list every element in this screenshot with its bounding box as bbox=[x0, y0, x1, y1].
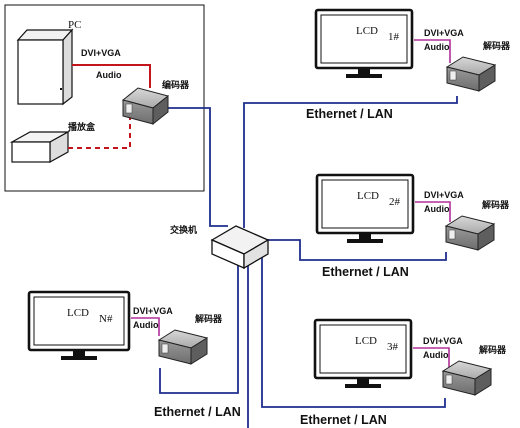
lcd-bezel bbox=[27, 290, 131, 352]
lcd-name-label: LCD bbox=[355, 335, 377, 347]
decoder-signal-label: DVI+VGA bbox=[424, 190, 464, 200]
lcd-number-label: 1# bbox=[388, 31, 400, 43]
decoder-label: 解码器 bbox=[479, 344, 507, 356]
lcd-stand-neck bbox=[357, 378, 369, 384]
encoder-label: 编码器 bbox=[162, 79, 190, 91]
lcd-stand-base bbox=[345, 384, 381, 388]
pc-signal-label: DVI+VGA bbox=[81, 48, 121, 58]
decoder-audio-label: Audio bbox=[424, 42, 450, 52]
lcd-stand-neck bbox=[358, 68, 370, 74]
lan-cable-decoder-1 bbox=[243, 96, 458, 228]
lan-cable-decoder-3 bbox=[261, 250, 446, 408]
decoder-audio-label: Audio bbox=[423, 350, 449, 360]
source-group-frame bbox=[4, 4, 205, 192]
lcd-stand-base bbox=[347, 239, 383, 243]
lcd-stand-base bbox=[61, 356, 97, 360]
lcd-panel bbox=[320, 14, 408, 64]
decoder-video-cable-4 bbox=[131, 317, 160, 336]
decoder-signal-label: DVI+VGA bbox=[423, 336, 463, 346]
lan-cables bbox=[159, 96, 458, 428]
lan-cable-encoder bbox=[165, 107, 228, 227]
lcd-number-label: N# bbox=[99, 313, 113, 325]
lcd-panel bbox=[321, 179, 409, 229]
lcd-monitor-4: LCD N# DVI+VGA Audio bbox=[27, 290, 173, 360]
player-video-cable bbox=[68, 118, 131, 149]
lcd-monitor-3: LCD 3# DVI+VGA Audio bbox=[313, 318, 463, 388]
lan-cable-decoder-n bbox=[159, 250, 239, 394]
pc-tower-icon bbox=[16, 28, 74, 106]
decoder-device-icon-3: 解码器 bbox=[441, 344, 507, 396]
decoder-label: 解码器 bbox=[482, 199, 510, 211]
decoder-device-icon-4: 解码器 bbox=[157, 313, 223, 365]
decoder-video-cable-2 bbox=[415, 201, 451, 222]
pc-label: PC bbox=[68, 19, 81, 31]
decoder-label: 解码器 bbox=[195, 313, 223, 325]
decoder-video-cable-3 bbox=[413, 347, 450, 367]
decoder-video-cable-1 bbox=[414, 39, 451, 63]
lcd-stand-neck bbox=[73, 350, 85, 356]
decoder-label: 解码器 bbox=[483, 40, 511, 52]
lcd-name-label: LCD bbox=[67, 307, 89, 319]
lcd-panel bbox=[319, 324, 407, 374]
decoder-device-icon-2: 解码器 bbox=[444, 199, 510, 251]
player-box-icon bbox=[9, 130, 71, 164]
network-switch-icon bbox=[210, 225, 270, 270]
lcd-stand-neck bbox=[359, 233, 371, 239]
decoder-audio-label: Audio bbox=[133, 320, 159, 330]
decoder-signal-label: DVI+VGA bbox=[424, 28, 464, 38]
ethernet-label-3: Ethernet / LAN bbox=[154, 405, 241, 419]
lcd-panel bbox=[33, 296, 125, 346]
lcd-number-label: 2# bbox=[389, 196, 401, 208]
lan-cable-decoder-2 bbox=[258, 239, 447, 261]
decoder-device-icon-1: 解码器 bbox=[445, 40, 511, 92]
lcd-number-label: 3# bbox=[387, 341, 399, 353]
lcd-monitor-1: LCD 1# DVI+VGA Audio bbox=[314, 8, 464, 78]
pc-audio-label: Audio bbox=[96, 70, 122, 80]
player-box-label: 播放盒 bbox=[68, 121, 96, 133]
ethernet-label-4: Ethernet / LAN bbox=[300, 413, 387, 427]
lcd-name-label: LCD bbox=[357, 190, 379, 202]
switch-label: 交换机 bbox=[170, 224, 197, 236]
lcd-name-label: LCD bbox=[356, 25, 378, 37]
lcd-monitor-2: LCD 2# DVI+VGA Audio bbox=[315, 173, 464, 243]
lcd-stand-base bbox=[346, 74, 382, 78]
encoder-device-icon bbox=[121, 87, 170, 126]
ethernet-label-2: Ethernet / LAN bbox=[322, 265, 409, 279]
pc-video-cable bbox=[72, 64, 151, 88]
ethernet-label-1: Ethernet / LAN bbox=[306, 107, 393, 121]
decoder-signal-label: DVI+VGA bbox=[133, 306, 173, 316]
decoder-audio-label: Audio bbox=[424, 204, 450, 214]
